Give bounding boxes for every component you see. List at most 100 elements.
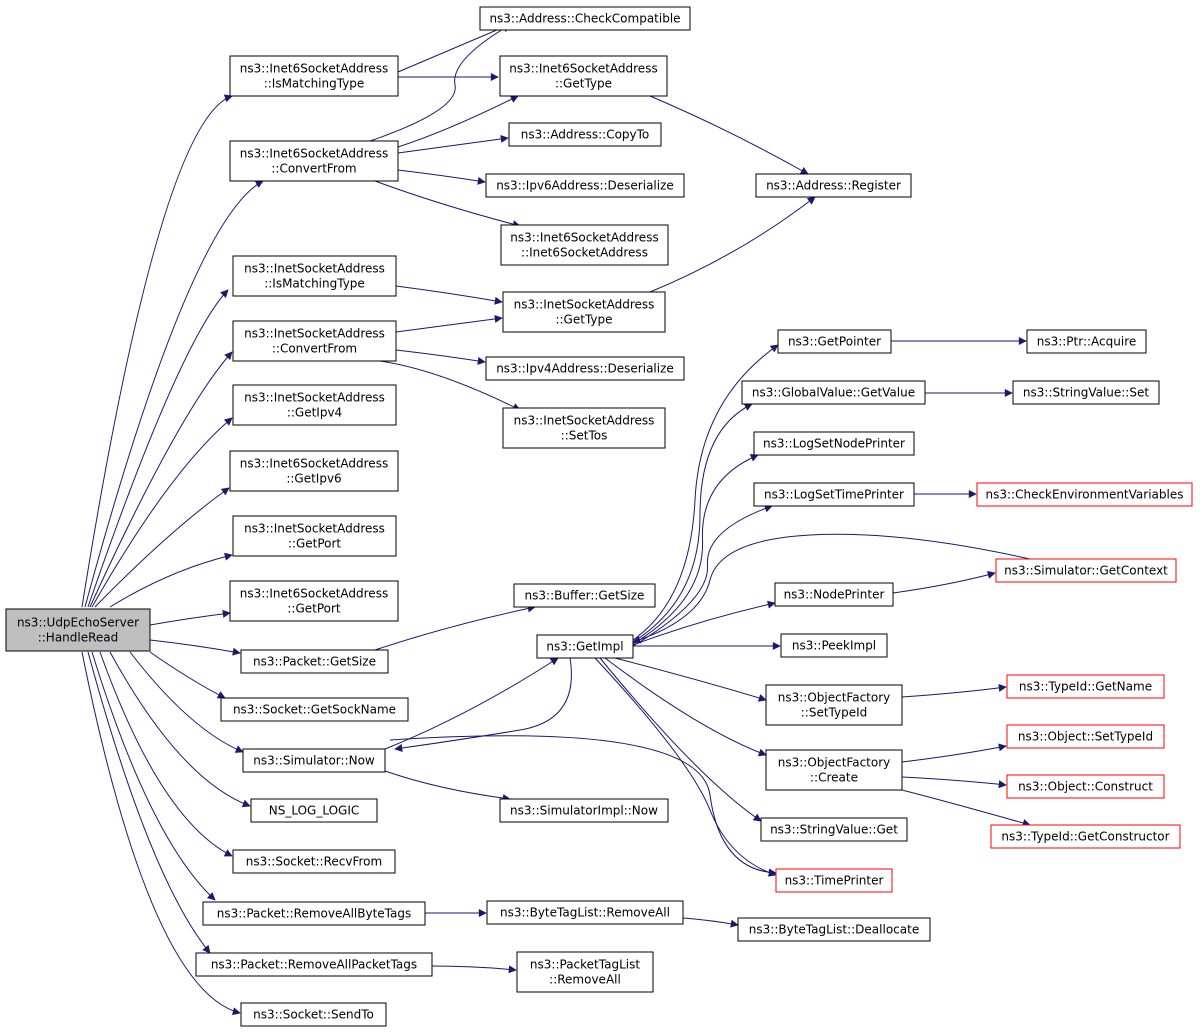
edge-nodeprinter-to-sim_getcontext xyxy=(892,570,996,594)
edge-getimpl-to-getpointer xyxy=(632,344,779,641)
node-simimpl-now[interactable]: ns3::SimulatorImpl::Now xyxy=(499,798,669,823)
node-peekimpl[interactable]: ns3::PeekImpl xyxy=(780,633,888,658)
edge-root-to-sim_now xyxy=(129,651,244,753)
edge-root-to-i4_getport xyxy=(109,552,233,608)
node-sv-get[interactable]: ns3::StringValue::Get xyxy=(760,817,908,842)
node-label: ns3::StringValue::Get xyxy=(770,823,898,837)
node-gv-getvalue[interactable]: ns3::GlobalValue::GetValue xyxy=(741,380,926,405)
node-box xyxy=(195,952,433,977)
edge-i6_convert-to-ipv6deser xyxy=(397,169,486,185)
node-i4-gettype[interactable]: ns3::InetSocketAddress::GetType xyxy=(502,291,666,333)
node-getimpl[interactable]: ns3::GetImpl xyxy=(536,634,634,659)
edge-pkt_getsize-to-buf_getsize xyxy=(374,604,536,651)
node-i6-convert[interactable]: ns3::Inet6SocketAddress::ConvertFrom xyxy=(229,140,399,182)
edge-root-to-i6_convert xyxy=(84,180,264,608)
node-i6-ctor[interactable]: ns3::Inet6SocketAddress::Inet6SocketAddr… xyxy=(500,224,669,266)
node-box xyxy=(242,748,386,773)
node-label: ns3::Inet6SocketAddress xyxy=(509,62,657,76)
node-ptr-acquire[interactable]: ns3::Ptr::Acquire xyxy=(1026,329,1147,354)
node-box xyxy=(486,900,684,925)
node-label: ::SetTypeId xyxy=(801,706,868,720)
node-logtimeprinter[interactable]: ns3::LogSetTimePrinter xyxy=(753,482,915,507)
edge-root-to-sock_getsockname xyxy=(149,651,226,699)
node-label: ::HandleRead xyxy=(38,631,119,645)
node-checkenv[interactable]: ns3::CheckEnvironmentVariables xyxy=(976,482,1193,507)
node-addr-register[interactable]: ns3::Address::Register xyxy=(755,173,912,198)
node-box xyxy=(479,6,691,31)
node-box xyxy=(229,140,399,182)
node-label: ns3::Address::CheckCompatible xyxy=(489,12,680,26)
node-ptl-removeall[interactable]: ns3::PacketTagList::RemoveAll xyxy=(516,951,654,993)
node-i4-convert[interactable]: ns3::InetSocketAddress::ConvertFrom xyxy=(232,320,397,362)
node-ipv4deser[interactable]: ns3::Ipv4Address::Deserialize xyxy=(485,356,685,381)
node-label: ns3::Inet6SocketAddress xyxy=(510,231,658,245)
node-of-create[interactable]: ns3::ObjectFactory::Create xyxy=(765,749,903,791)
edge-getimpl-to-sim_now xyxy=(394,657,572,752)
edge-root-to-i4_ismatch xyxy=(87,289,229,608)
node-label: ::GetType xyxy=(555,313,612,327)
node-box xyxy=(502,407,666,449)
node-sim-getcontext[interactable]: ns3::Simulator::GetContext xyxy=(995,558,1177,583)
node-box xyxy=(220,697,409,722)
node-box xyxy=(536,634,634,659)
node-nodeprinter[interactable]: ns3::NodePrinter xyxy=(774,582,894,607)
node-box xyxy=(5,608,151,652)
node-obj-settypeid[interactable]: ns3::Object::SetTypeId xyxy=(1006,724,1165,749)
node-copyto[interactable]: ns3::Address::CopyTo xyxy=(508,122,662,147)
node-i4-settos[interactable]: ns3::InetSocketAddress::SetTos xyxy=(502,407,666,449)
node-sim-now[interactable]: ns3::Simulator::Now xyxy=(242,748,386,773)
node-label: ns3::ByteTagList::Deallocate xyxy=(749,923,919,937)
node-pkt-rmpkttags[interactable]: ns3::Packet::RemoveAllPacketTags xyxy=(195,952,433,977)
node-typeid-getname[interactable]: ns3::TypeId::GetName xyxy=(1006,674,1165,699)
node-i6-getipv6[interactable]: ns3::Inet6SocketAddress::GetIpv6 xyxy=(229,450,399,492)
node-lognodeprinter[interactable]: ns3::LogSetNodePrinter xyxy=(753,431,915,456)
node-pkt-rmbytetags[interactable]: ns3::Packet::RemoveAllByteTags xyxy=(202,901,426,926)
node-getpointer[interactable]: ns3::GetPointer xyxy=(777,329,892,354)
node-ns-log-logic[interactable]: NS_LOG_LOGIC xyxy=(250,798,378,823)
node-label: ns3::Simulator::GetContext xyxy=(1004,564,1168,578)
node-i6-ismatch[interactable]: ns3::Inet6SocketAddress::IsMatchingType xyxy=(229,55,399,97)
node-ipv6deser[interactable]: ns3::Ipv6Address::Deserialize xyxy=(485,173,685,198)
edge-root-to-ns_log_logic xyxy=(109,651,251,808)
node-i4-getipv4[interactable]: ns3::InetSocketAddress::GetIpv4 xyxy=(232,384,397,426)
node-sock-recvfrom[interactable]: ns3::Socket::RecvFrom xyxy=(232,849,396,874)
node-sock-getsockname[interactable]: ns3::Socket::GetSockName xyxy=(220,697,409,722)
node-sock-sendto[interactable]: ns3::Socket::SendTo xyxy=(240,1002,387,1027)
node-label: ns3::Simulator::Now xyxy=(253,754,375,768)
node-label: ns3::Address::Register xyxy=(766,179,901,193)
node-checkcompat[interactable]: ns3::Address::CheckCompatible xyxy=(479,6,691,31)
node-box xyxy=(775,868,893,893)
edge-of_create-to-obj_construct xyxy=(901,776,1007,789)
node-timeprinter[interactable]: ns3::TimePrinter xyxy=(775,868,893,893)
node-sv-set[interactable]: ns3::StringValue::Set xyxy=(1012,380,1160,405)
node-btl-removeall[interactable]: ns3::ByteTagList::RemoveAll xyxy=(486,900,684,925)
node-label: ns3::Object::Construct xyxy=(1018,780,1153,794)
node-root[interactable]: ns3::UdpEchoServer::HandleRead xyxy=(5,608,151,652)
node-label: ns3::NodePrinter xyxy=(784,588,885,602)
node-i4-ismatch[interactable]: ns3::InetSocketAddress::IsMatchingType xyxy=(232,255,397,297)
edge-getimpl-to-sv_get xyxy=(599,657,762,822)
node-of-settypeid[interactable]: ns3::ObjectFactory::SetTypeId xyxy=(765,684,903,726)
node-pkt-getsize[interactable]: ns3::Packet::GetSize xyxy=(240,649,389,674)
node-box xyxy=(976,482,1193,507)
node-typeid-getctor[interactable]: ns3::TypeId::GetConstructor xyxy=(990,824,1181,849)
edge-i4_convert-to-i4_gettype xyxy=(395,314,503,333)
node-label: ns3::LogSetNodePrinter xyxy=(763,437,905,451)
node-i6-getport[interactable]: ns3::Inet6SocketAddress::GetPort xyxy=(229,580,399,622)
node-box xyxy=(508,122,662,147)
node-obj-construct[interactable]: ns3::Object::Construct xyxy=(1006,774,1165,799)
node-buf-getsize[interactable]: ns3::Buffer::GetSize xyxy=(513,583,656,608)
node-label: ns3::InetSocketAddress xyxy=(244,522,385,536)
node-box xyxy=(777,329,892,354)
edge-of_create-to-typeid_getctor xyxy=(901,789,1031,827)
node-i6-gettype[interactable]: ns3::Inet6SocketAddress::GetType xyxy=(499,55,668,97)
edge-root-to-pkt_rmbytetags xyxy=(91,651,216,901)
node-label: ns3::Ipv6Address::Deserialize xyxy=(496,179,674,193)
node-label: ::IsMatchingType xyxy=(264,277,365,291)
node-label: ::IsMatchingType xyxy=(264,77,365,91)
node-label: ns3::TypeId::GetName xyxy=(1019,680,1152,694)
node-label: ns3::Socket::RecvFrom xyxy=(246,855,382,869)
edge-root-to-sock_recvfrom xyxy=(99,651,233,857)
node-i4-getport[interactable]: ns3::InetSocketAddress::GetPort xyxy=(232,515,397,557)
node-btl-dealloc[interactable]: ns3::ByteTagList::Deallocate xyxy=(737,917,931,942)
